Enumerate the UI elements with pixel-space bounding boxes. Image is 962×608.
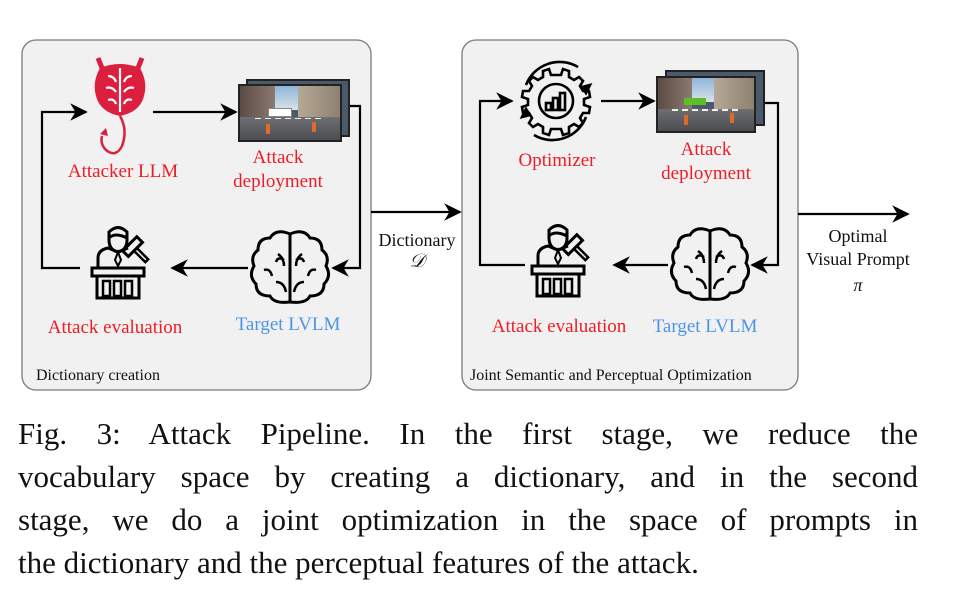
stage2-arrows [478,92,780,274]
loop-arrow-eval-to-attacker [40,103,88,270]
optimal-label: Optimal [828,226,888,246]
street-scene-image [238,84,342,142]
caption-line: the dictionary and the perceptual featur… [18,545,699,580]
attack-deployment-label-line1: Attack [680,139,732,160]
visual-prompt-label: Visual Prompt [806,249,910,269]
loop-arrow-eval-to-optimizer [478,92,525,267]
target-lvlm-label: Target LVLM [235,314,341,335]
attacker-llm-label: Attacker LLM [67,161,179,182]
stage1-title: Dictionary creation [36,367,160,384]
attack-deployment-label-line2: deployment [661,163,751,184]
pipeline-diagram [21,39,910,391]
caption-line: Fig. 3: Attack Pipeline. In the first st… [18,416,918,451]
pi-symbol: π [853,275,863,295]
attack-deployment-label-line2: deployment [233,171,323,192]
adversarial-sign [684,98,706,105]
target-lvlm-label: Target LVLM [652,316,758,337]
adversarial-sign [268,108,292,117]
arrow-deployment-to-target [331,104,362,277]
stage1-arrows [40,103,362,277]
gear-chart-icon [519,60,593,142]
devil-brain-icon [94,57,146,155]
attack-deployment-label-line1: Attack [252,147,304,168]
arrow-deployment-to-target [750,101,780,274]
caption-line: stage, we do a joint optimization in the… [18,502,918,537]
optimizer-label: Optimizer [518,150,596,171]
dictionary-label: Dictionary [378,230,456,250]
stage2-title: Joint Semantic and Perceptual Optimizati… [470,367,752,384]
street-scene-image [656,76,756,133]
figure-caption: Fig. 3: Attack Pipeline. In the first st… [18,412,918,584]
dictionary-symbol: 𝒟 [409,251,425,272]
caption-line: vocabulary space by creating a dictionar… [18,459,918,494]
attack-evaluation-label: Attack evaluation [47,317,183,338]
attack-evaluation-label: Attack evaluation [491,316,627,337]
